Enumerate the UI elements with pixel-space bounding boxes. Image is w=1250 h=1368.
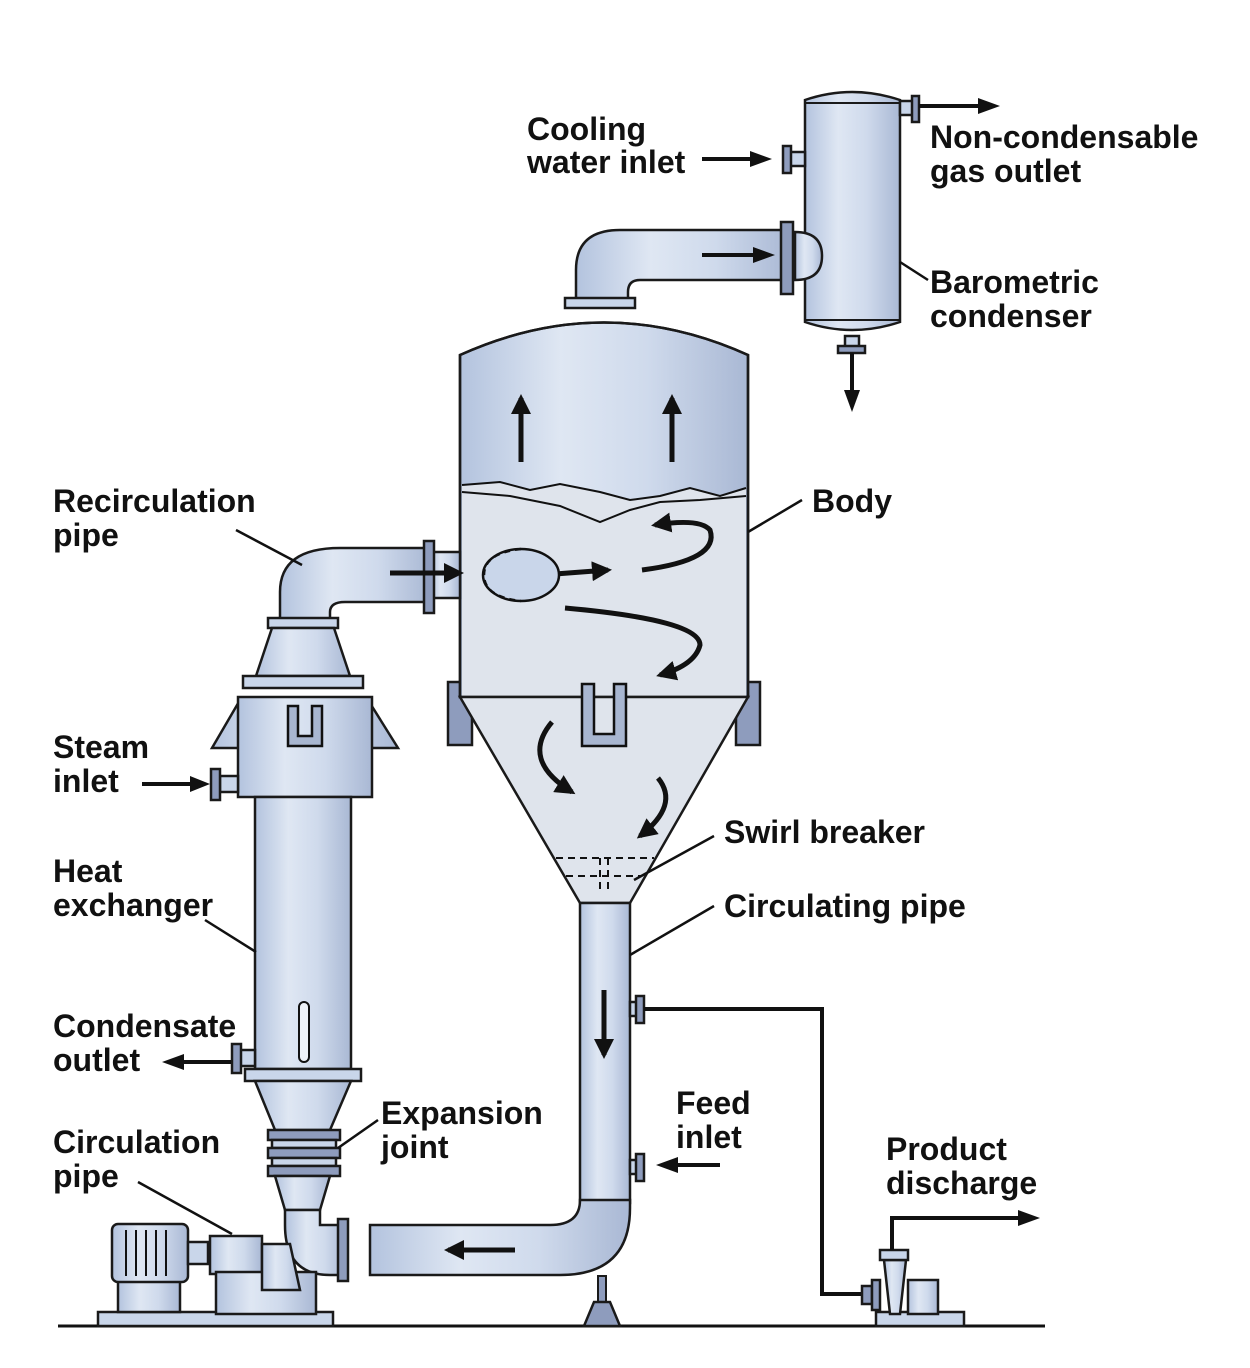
leader-lines [137,260,929,1236]
label-product-discharge-line1: Product [886,1131,1007,1167]
label-steam-inlet-line2: inlet [53,763,119,799]
label-non-condensable-line2: gas outlet [930,153,1081,189]
label-circulating-pipe: Circulating pipe [724,888,966,924]
label-condensate-outlet-line2: outlet [53,1042,140,1078]
label-expansion-joint-line1: Expansion [381,1095,543,1131]
label-circulation-pipe-line2: pipe [53,1158,119,1194]
label-condensate-outlet-line1: Condensate [53,1008,236,1044]
label-swirl-breaker: Swirl breaker [724,814,925,850]
label-expansion-joint-line2: joint [380,1129,449,1165]
barometric-condenser [781,90,921,355]
label-barometric-condenser-line1: Barometric [930,264,1099,300]
feed-line [644,1007,862,1296]
label-non-condensable-line1: Non-condensable [930,119,1198,155]
label-body: Body [812,483,892,519]
swirl-breaker [556,857,654,894]
circulating-pipe [368,901,646,1328]
evaporator-body [446,321,762,905]
label-barometric-condenser-line2: condenser [930,298,1092,334]
heat-exchanger [209,674,401,1283]
label-cooling-water-inlet-line1: Cooling [527,111,646,147]
product-pump [860,1210,1040,1328]
label-recirculation-pipe-line1: Recirculation [53,483,256,519]
label-recirculation-pipe-line2: pipe [53,517,119,553]
vapor-line [563,220,824,310]
label-cooling-water-inlet-line2: water inlet [526,144,686,180]
label-feed-inlet-line2: inlet [676,1119,742,1155]
circulation-pump [96,1222,335,1328]
label-steam-inlet-line1: Steam [53,729,149,765]
label-product-discharge-line2: discharge [886,1165,1037,1201]
labels: Cooling water inlet Non-condensable gas … [53,111,1198,1201]
label-heat-exchanger-line2: exchanger [53,887,213,923]
recirculation-pipe [254,539,561,678]
label-circulation-pipe-line1: Circulation [53,1124,220,1160]
label-feed-inlet-line1: Feed [676,1085,751,1121]
label-heat-exchanger-line1: Heat [53,853,123,889]
